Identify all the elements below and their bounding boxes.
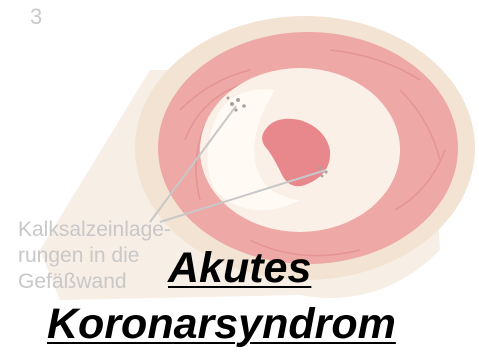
title-line-2: Koronarsyndrom bbox=[0, 296, 479, 352]
slide-title: Akutes Koronarsyndrom bbox=[0, 240, 479, 352]
figure-number: 3 bbox=[30, 6, 42, 28]
title-line-1: Akutes bbox=[0, 240, 479, 296]
